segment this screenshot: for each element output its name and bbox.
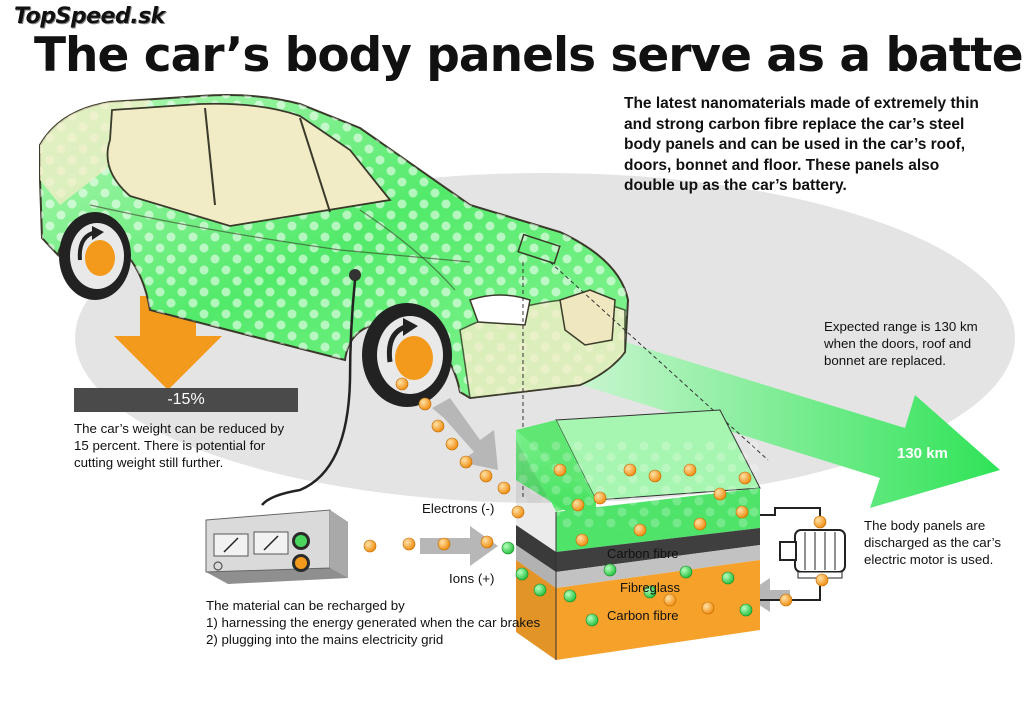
- recharge-item: 1) harnessing the energy generated when …: [206, 615, 541, 630]
- car-illustration: [39, 94, 630, 506]
- page-title: The car’s body panels serve as a battery: [34, 28, 1024, 83]
- layer-label-carbon-fibre-top: Carbon fibre: [607, 546, 679, 561]
- range-label: 130 km: [897, 445, 948, 462]
- weight-reduction-text: The car’s weight can be reduced by 15 pe…: [74, 421, 285, 470]
- range-arrow: [540, 322, 1000, 508]
- discharge-text: The body panels are discharged as the ca…: [864, 518, 1001, 567]
- car-windows: [106, 102, 392, 227]
- charging-cable: [261, 279, 357, 506]
- recharge-text: The material can be recharged by 1) harn…: [206, 597, 626, 648]
- front-wheel: [362, 303, 452, 407]
- charging-station: [205, 509, 348, 584]
- battery-block: [516, 409, 761, 660]
- range-text: Expected range is 130 km when the doors,…: [824, 319, 978, 368]
- ions-label: Ions (+): [449, 571, 495, 586]
- electric-motor: [760, 507, 846, 601]
- electrons: [363, 377, 829, 615]
- layer-label-fibreglass: Fibreglass: [620, 580, 680, 595]
- layer-label-carbon-fibre-bottom: Carbon fibre: [607, 608, 679, 623]
- intro-text: The latest nanomaterials made of extreme…: [624, 95, 979, 194]
- brand-logo: TopSpeed.sk: [14, 4, 165, 29]
- recharge-heading: The material can be recharged by: [206, 598, 405, 613]
- weight-reduction-badge: -15%: [74, 388, 298, 412]
- rear-wheel: [59, 212, 131, 300]
- electrons-label: Electrons (-): [422, 501, 495, 516]
- recharge-item: 2) plugging into the mains electricity g…: [206, 632, 444, 647]
- process-arrows: [420, 398, 790, 612]
- ions: [501, 541, 753, 627]
